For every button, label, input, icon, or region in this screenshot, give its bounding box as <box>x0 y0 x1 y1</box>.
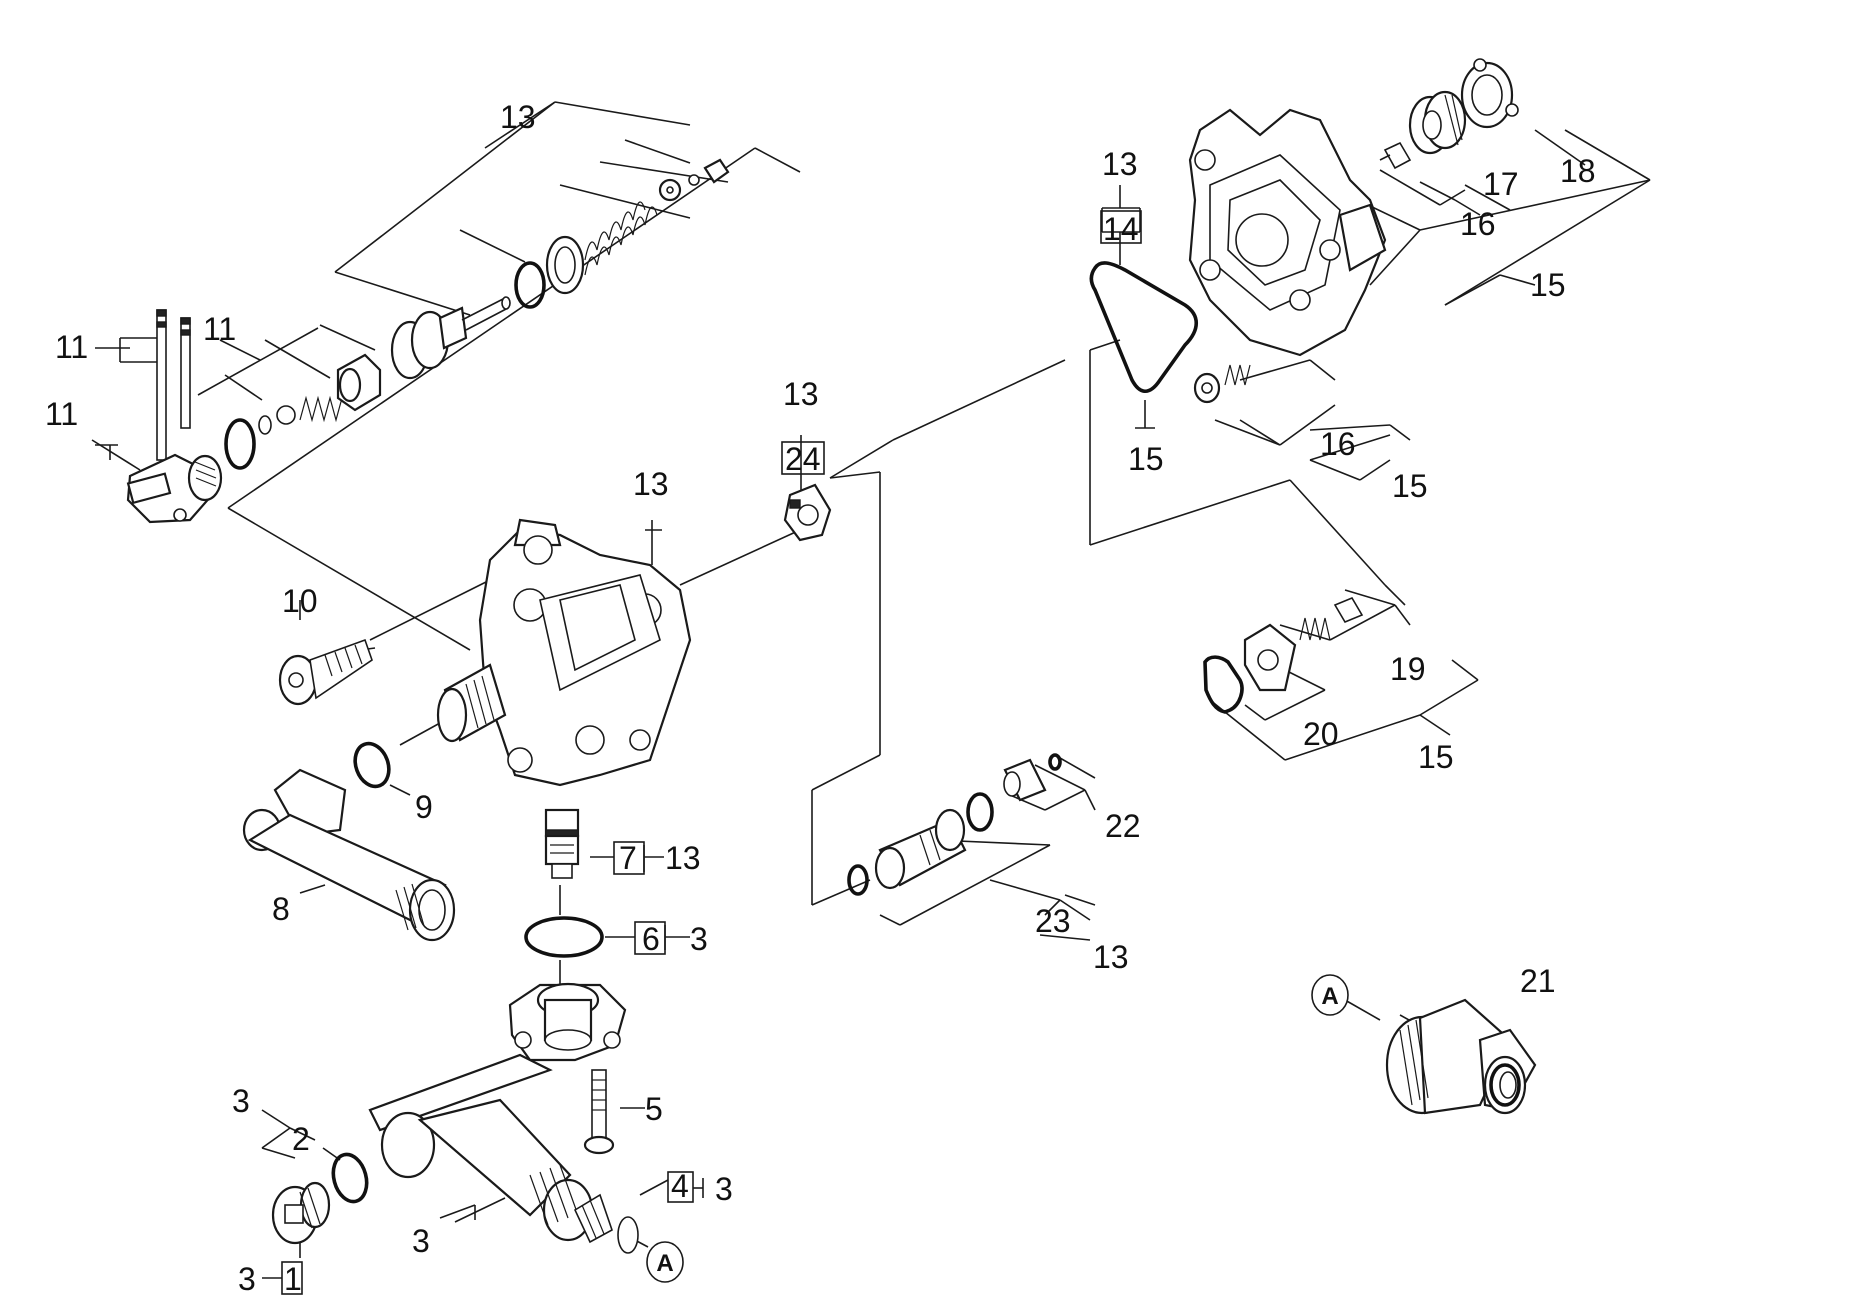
valve-insert-24-part <box>783 483 832 542</box>
label-11-b: 11 <box>203 311 236 347</box>
valve-seat-20-part <box>1203 623 1297 714</box>
label-15-b: 15 <box>1128 441 1164 477</box>
label-17: 17 <box>1483 166 1519 202</box>
label-13-mid: 13 <box>783 376 819 412</box>
seal-14-part <box>1089 261 1199 394</box>
label-15-a: 15 <box>1530 267 1566 303</box>
screw-10-part <box>278 638 373 706</box>
label-10: 10 <box>282 583 318 619</box>
callout-labels: 13 11 11 11 13 14 15 16 17 18 15 16 15 1… <box>45 99 1596 1297</box>
label-6: 6 <box>642 921 660 957</box>
label-14: 14 <box>1103 211 1139 247</box>
label-18: 18 <box>1560 153 1596 189</box>
label-19: 19 <box>1390 651 1426 687</box>
valve-piston-part <box>390 158 730 380</box>
oring-9-part <box>353 741 391 789</box>
boxes <box>281 210 1142 1295</box>
label-13-7: 13 <box>665 840 701 876</box>
label-16-b: 16 <box>1320 426 1356 462</box>
label-20: 20 <box>1303 716 1339 752</box>
label-3-4: 3 <box>715 1171 733 1207</box>
connector-a-right: A <box>1311 974 1349 1016</box>
oring-2-part <box>331 1152 369 1204</box>
screw-5-part <box>583 1069 615 1155</box>
pump-head-body-part <box>436 518 692 787</box>
label-13-23: 13 <box>1093 939 1129 975</box>
oil-seal-17-part <box>1408 90 1467 155</box>
label-11-a: 11 <box>55 329 88 365</box>
flange-18-part <box>1460 58 1519 129</box>
valve-lever-part <box>126 453 223 524</box>
label-15-d: 15 <box>1418 739 1454 775</box>
hose-coupling-21-part <box>1385 998 1537 1115</box>
label-5: 5 <box>645 1091 663 1127</box>
label-15-c: 15 <box>1392 468 1428 504</box>
connector-a-bottom-label: A <box>656 1250 673 1277</box>
connector-a-bottom: A <box>646 1241 684 1283</box>
label-21: 21 <box>1520 963 1556 999</box>
label-13-body: 13 <box>633 466 669 502</box>
filter-4-part <box>617 1216 639 1254</box>
label-3-1: 3 <box>238 1261 256 1297</box>
label-23: 23 <box>1035 903 1071 939</box>
inlet-fitting-part <box>368 982 627 1244</box>
label-16-a: 16 <box>1460 206 1496 242</box>
valve-pins-part <box>156 309 191 461</box>
label-24: 24 <box>785 441 821 477</box>
valve-16-lower-part <box>1193 364 1251 404</box>
valve-19-part <box>1299 596 1364 641</box>
label-13-right: 13 <box>1102 146 1138 182</box>
plug-1-part <box>271 1181 331 1245</box>
pump-cover-part <box>1188 108 1387 357</box>
connector-a-right-label: A <box>1321 983 1338 1010</box>
elbow-pipe-8-part <box>242 768 456 942</box>
label-9: 9 <box>415 789 433 825</box>
valve-cartridge-7-part <box>544 808 580 879</box>
label-3-6: 3 <box>690 921 708 957</box>
label-3-pipe: 3 <box>412 1223 430 1259</box>
leader-lines <box>91 101 1651 1279</box>
oring-6-part <box>524 916 604 958</box>
label-11-c: 11 <box>45 396 78 432</box>
label-22: 22 <box>1105 808 1141 844</box>
valve-16-top-part <box>1379 141 1412 170</box>
label-3-2: 3 <box>232 1083 250 1119</box>
label-7: 7 <box>619 840 637 876</box>
valve-23-part <box>847 792 994 896</box>
label-1: 1 <box>284 1261 302 1297</box>
label-8: 8 <box>272 891 290 927</box>
valve-22-part <box>1003 753 1062 802</box>
label-2: 2 <box>292 1121 310 1157</box>
valve-seals-part <box>224 353 382 470</box>
label-13-top: 13 <box>500 99 536 135</box>
label-4: 4 <box>671 1168 689 1204</box>
